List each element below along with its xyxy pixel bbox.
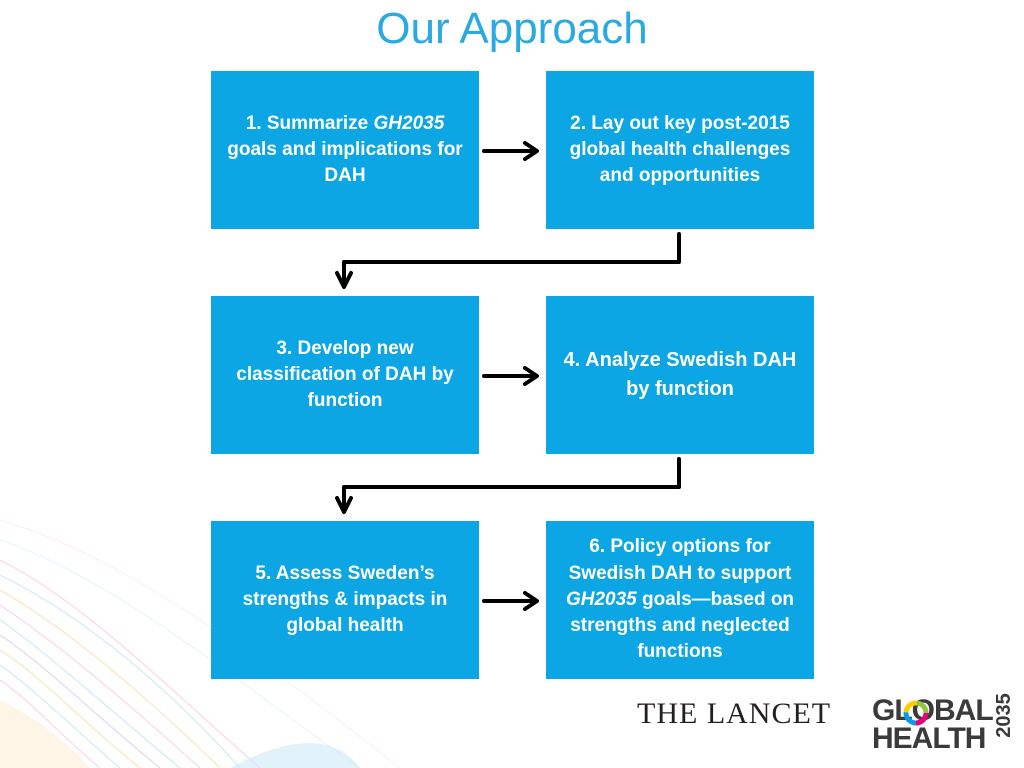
- step-5-box: 5. Assess Sweden’s strengths & impacts i…: [211, 521, 479, 679]
- step-5-text-part: 5. Assess Sweden’s strengths & impacts i…: [242, 562, 448, 637]
- step-5-text: 5. Assess Sweden’s strengths & impacts i…: [223, 561, 467, 640]
- step-1-box: 1. Summarize GH2035 goals and implicatio…: [211, 71, 479, 229]
- step-2-text: 2. Lay out key post-2015 global health c…: [558, 111, 802, 190]
- step-4-text: 4. Analyze Swedish DAH by function: [558, 346, 802, 404]
- step-1-text: 1. Summarize GH2035 goals and implicatio…: [223, 111, 467, 190]
- step-2-box: 2. Lay out key post-2015 global health c…: [546, 71, 814, 229]
- step-3-text: 3. Develop new classification of DAH by …: [223, 336, 467, 415]
- step-4-text-part: 4. Analyze Swedish DAH by function: [563, 349, 797, 400]
- step-1-text-part: GH2035: [373, 112, 445, 134]
- step-3-text-part: 3. Develop new classification of DAH by …: [236, 337, 454, 412]
- step-6-text: 6. Policy options for Swedish DAH to sup…: [558, 534, 802, 665]
- step-6-text-part: GH2035: [565, 588, 637, 610]
- step-1-text-part: 1. Summarize: [245, 112, 374, 134]
- step-6-box: 6. Policy options for Swedish DAH to sup…: [546, 521, 814, 679]
- slide-title: Our Approach: [376, 4, 648, 53]
- step-1-text-part: goals and implications for DAH: [227, 138, 463, 187]
- step-6-text-part: goals—based on strengths and neglected f…: [570, 588, 795, 663]
- step-4-box: 4. Analyze Swedish DAH by function: [546, 296, 814, 454]
- step-2-text-part: 2. Lay out key post-2015 global health c…: [569, 112, 791, 187]
- step-6-text-part: 6. Policy options for Swedish DAH to sup…: [568, 536, 792, 584]
- step-3-box: 3. Develop new classification of DAH by …: [211, 296, 479, 454]
